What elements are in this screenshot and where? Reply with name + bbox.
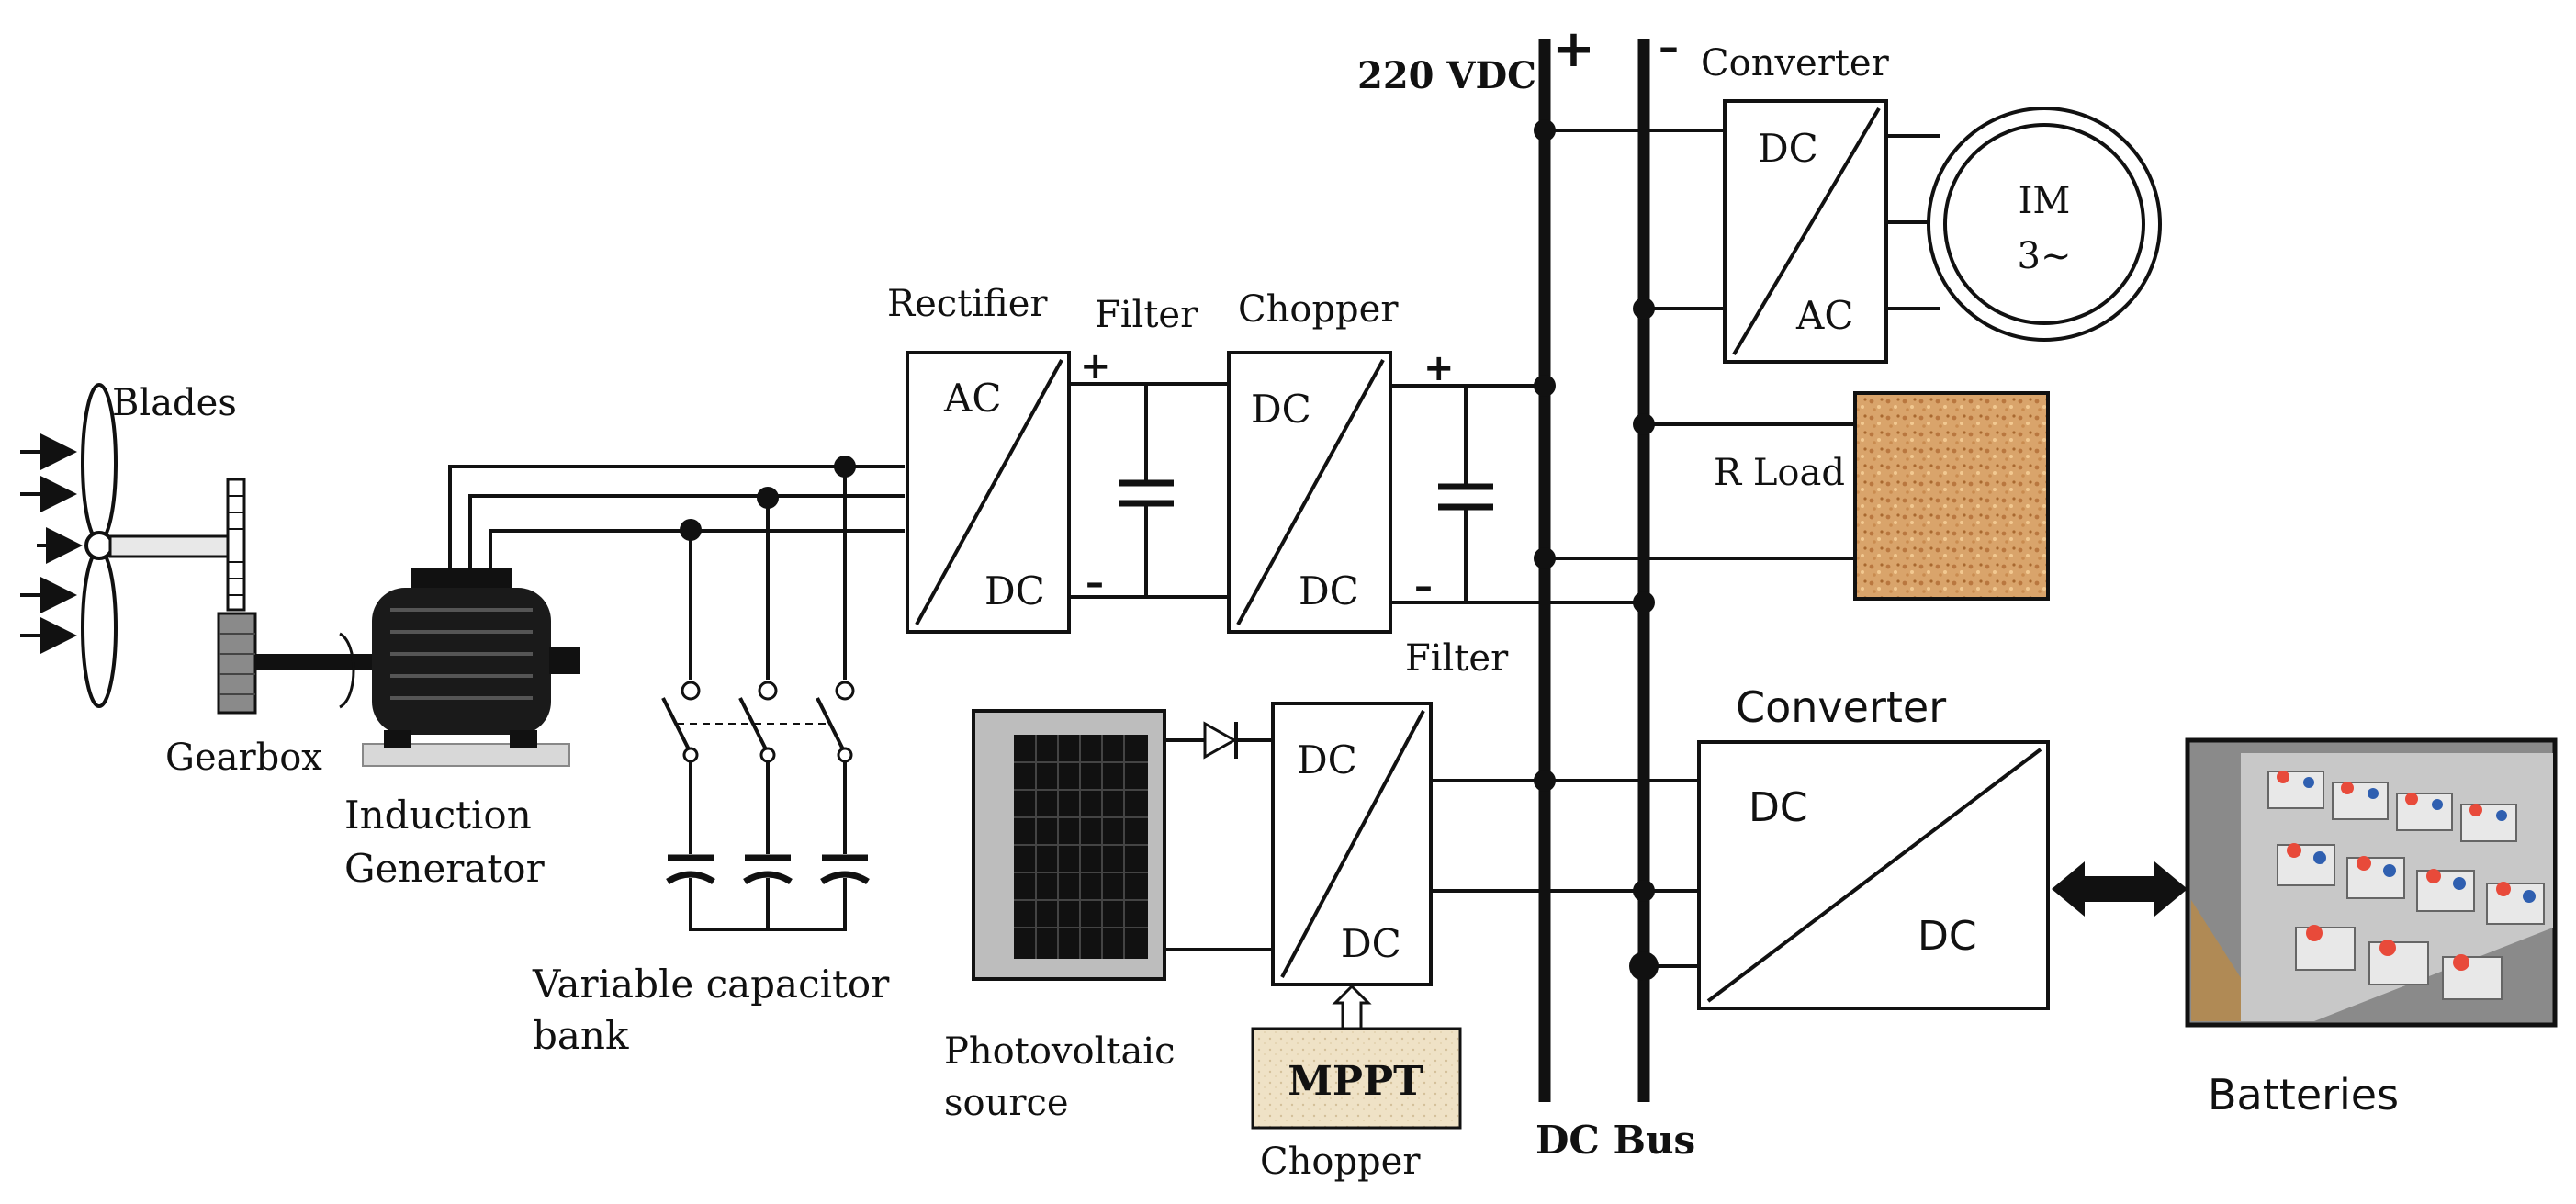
filter-bottom-label: Filter xyxy=(1405,637,1509,680)
filter-1-plus: + xyxy=(1080,345,1111,388)
mppt-block: MPPT xyxy=(1251,1027,1462,1130)
pv-label-line1: Photovoltaic xyxy=(944,1030,1176,1073)
batteries-label: Batteries xyxy=(2208,1070,2399,1120)
filter-2-minus: – xyxy=(1414,566,1433,608)
capacitor-bank-label-line1: Variable capacitor xyxy=(532,962,890,1007)
rectifier-out: DC xyxy=(984,568,1045,613)
motor-label-line2: 3~ xyxy=(2018,235,2072,277)
chopper-block: DC DC xyxy=(1227,351,1392,634)
rectifier-label: Rectifier xyxy=(887,283,1048,325)
turbine-shaft xyxy=(108,534,231,558)
pv-chopper-block: DC DC xyxy=(1271,702,1433,986)
bus-plus-sign: + xyxy=(1552,19,1595,79)
diode-icon xyxy=(1164,721,1273,951)
photovoltaic-panel-icon xyxy=(972,709,1166,981)
wind-arrows xyxy=(20,433,83,654)
chopper-bottom-label: Chopper xyxy=(1260,1141,1421,1183)
pv-chopper-in: DC xyxy=(1297,737,1357,782)
motor-label-line1: IM xyxy=(2019,180,2071,222)
three-phase-lines xyxy=(448,456,905,568)
induction-label-line2: Generator xyxy=(344,846,546,891)
blades-label: Blades xyxy=(112,382,237,424)
chopper-out: DC xyxy=(1299,568,1359,613)
mppt-arrow-icon xyxy=(1332,984,1372,1029)
bus-voltage-label: 220 VDC xyxy=(1357,54,1536,97)
filter-2-icon: + – xyxy=(1390,347,1644,608)
motor-converter-out: AC xyxy=(1795,293,1853,338)
induction-motor-icon: IM 3~ xyxy=(1927,107,2162,342)
pv-chopper-out: DC xyxy=(1341,921,1401,966)
filter-1-minus: – xyxy=(1086,562,1104,604)
gearbox-icon xyxy=(217,478,384,715)
motor-converter-block: DC AC xyxy=(1723,99,1888,364)
r-load-label: R Load xyxy=(1714,452,1845,494)
rectifier-block: AC DC xyxy=(906,351,1071,634)
bidirectional-arrow-icon xyxy=(2052,861,2188,917)
capacitor-bank-label-line2: bank xyxy=(533,1013,629,1058)
dc-bus-label: DC Bus xyxy=(1535,1118,1695,1163)
induction-label-line1: Induction xyxy=(344,793,532,838)
induction-generator-icon xyxy=(362,568,580,767)
filter-1-icon: + – xyxy=(1069,345,1229,604)
converter-battery-label: Converter xyxy=(1736,682,1946,732)
blades-icon xyxy=(81,383,118,708)
capacitor-bank-icon xyxy=(661,467,870,931)
battery-converter-in: DC xyxy=(1749,784,1808,831)
rectifier-in: AC xyxy=(943,376,1001,421)
r-load-icon xyxy=(1853,391,2050,601)
chopper-in: DC xyxy=(1251,387,1311,432)
motor-wires xyxy=(1886,134,1940,310)
dc-bus xyxy=(1538,39,1650,1102)
converter-motor-label: Converter xyxy=(1701,42,1890,84)
filter-2-plus: + xyxy=(1423,347,1455,389)
filter-top-label: Filter xyxy=(1095,294,1198,336)
bus-connections xyxy=(1431,119,1855,981)
motor-converter-in: DC xyxy=(1758,126,1818,171)
pv-label-line2: source xyxy=(944,1082,1069,1124)
chopper-top-label: Chopper xyxy=(1238,288,1399,331)
gearbox-label: Gearbox xyxy=(165,737,322,779)
battery-converter-block: DC DC xyxy=(1697,740,2050,1010)
battery-converter-out: DC xyxy=(1918,913,1977,960)
bus-minus-sign: – xyxy=(1659,24,1679,71)
mppt-label: MPPT xyxy=(1288,1058,1423,1105)
batteries-icon xyxy=(2185,737,2558,1028)
